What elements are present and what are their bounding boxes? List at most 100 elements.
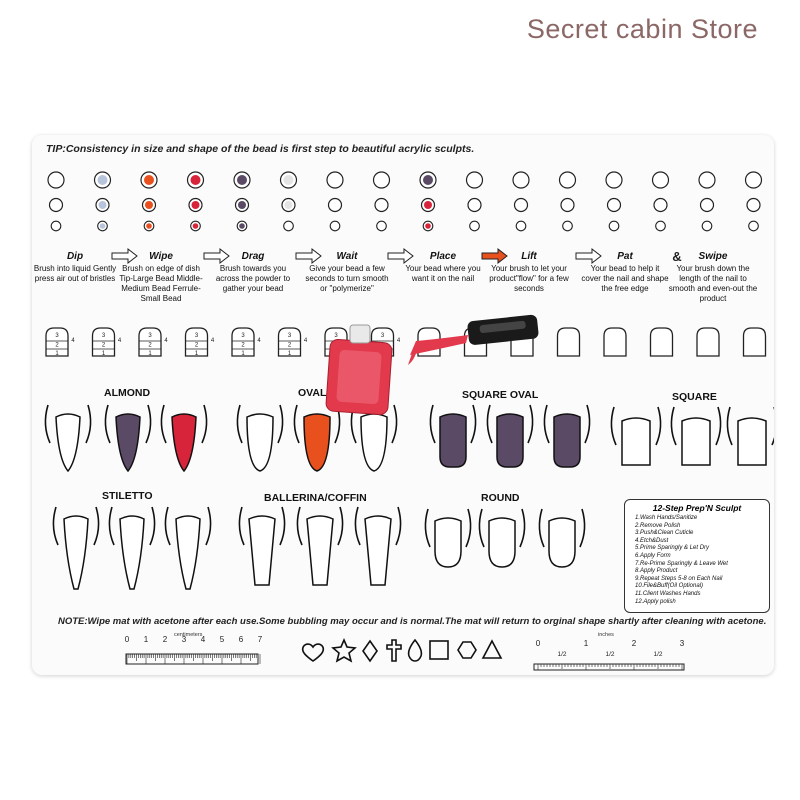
- bead-circle-small: [748, 220, 759, 232]
- zone-number: 2: [102, 343, 106, 349]
- step-description: Brush on edge of dish Tip-Large Bead Mid…: [119, 264, 203, 303]
- prep-step: 9.Repeat Steps 5-8 on Each Nail: [635, 575, 723, 582]
- bead-circle-large: [47, 171, 65, 189]
- bead-circle-small: [515, 220, 527, 232]
- bead-circle-medium: [374, 197, 389, 213]
- nail-side: [236, 404, 243, 444]
- zone-number: 4: [71, 338, 75, 344]
- nail-side: [395, 506, 402, 546]
- zone-number: 3: [55, 333, 59, 339]
- zone-number: 2: [288, 343, 292, 349]
- bead-circle-large: [512, 171, 530, 189]
- square-oval-nail: [439, 413, 467, 468]
- nail-side: [277, 404, 284, 444]
- ruler-in: [533, 663, 685, 671]
- arrow-icon: [203, 247, 230, 265]
- bead-circle-medium: [513, 197, 529, 213]
- bead-sample: [237, 175, 247, 185]
- prep-step: 4.Etch&Dust: [635, 537, 669, 544]
- ruler-cm-number: 1: [143, 635, 149, 644]
- prep-step: 2.Remove Polish: [635, 522, 681, 529]
- square-oval-nail: [553, 413, 581, 468]
- bead-sample: [284, 201, 293, 209]
- nail-side: [670, 406, 677, 446]
- ruler-cm-number: 0: [124, 635, 130, 644]
- zone-number: 4: [211, 338, 215, 344]
- nail-side: [201, 404, 208, 444]
- round-nail: [434, 517, 462, 568]
- almond-nail: [115, 413, 141, 473]
- step-title: Swipe: [698, 251, 728, 262]
- step-description: Brush into liquid Gently press air out o…: [33, 264, 117, 283]
- bead-sample: [97, 175, 108, 185]
- bead-sample: [192, 223, 199, 229]
- mat-drawing: &32143214321432143214321432143214: [44, 171, 774, 671]
- zone-number: 4: [257, 338, 261, 344]
- bead-circle-large: [372, 171, 391, 189]
- zone-number: 2: [195, 343, 199, 349]
- nail-side: [610, 406, 617, 446]
- nail-side: [527, 404, 534, 444]
- step-description: Your bead to help it cover the nail and …: [581, 264, 669, 293]
- nail-side: [108, 506, 115, 546]
- zone-nail-outline: [556, 327, 581, 357]
- nail-side: [470, 404, 477, 444]
- coffin-nail: [364, 515, 392, 586]
- zone-number: 4: [397, 338, 401, 344]
- ruler-in-number: 1: [583, 639, 589, 648]
- nail-side: [424, 508, 431, 548]
- nail-side: [52, 506, 59, 546]
- round-nail: [548, 517, 576, 568]
- bead-sample: [423, 175, 433, 185]
- square-oval-nail: [496, 413, 524, 468]
- diamond-icon: [362, 639, 378, 663]
- coffin-nail: [248, 515, 276, 586]
- silicone-nail-mat: &32143214321432143214321432143214 TIP:Co…: [32, 135, 774, 675]
- arrow-icon: [295, 247, 322, 265]
- step-title: Wipe: [149, 251, 173, 262]
- stiletto-nail: [63, 515, 89, 590]
- label-oval: OVAL: [298, 387, 327, 399]
- step-description: Your bead where you want it on the nail: [405, 264, 481, 283]
- square-nail: [737, 417, 767, 466]
- step-title: Pat: [617, 251, 633, 262]
- step-description: Brush towards you across the powder to g…: [215, 264, 291, 293]
- bead-circle-large: [326, 171, 344, 189]
- bead-sample: [239, 223, 245, 229]
- zone-number: 1: [288, 351, 292, 357]
- prep-step: 12.Apply polish: [635, 598, 676, 605]
- nail-side: [655, 406, 662, 446]
- bead-sample: [98, 201, 107, 209]
- label-square-oval: SQUARE OVAL: [462, 389, 539, 401]
- step-title: Wait: [336, 251, 358, 262]
- nail-side: [486, 404, 493, 444]
- tip-text: TIP:Consistency in size and shape of the…: [46, 143, 475, 155]
- bead-sample: [283, 175, 294, 185]
- bead-sample: [425, 223, 431, 229]
- prep-sculpt-box: 12-Step Prep'N Sculpt 1.Wash Hands/Sanit…: [624, 499, 770, 613]
- square-nail: [681, 417, 711, 466]
- label-ballerina: BALLERINA/COFFIN: [264, 492, 367, 504]
- bead-sample: [144, 175, 154, 185]
- prep-title: 12-Step Prep'N Sculpt: [652, 503, 742, 513]
- bead-circle-medium: [699, 197, 715, 213]
- arrow-icon: [481, 247, 508, 265]
- nail-side: [726, 406, 733, 446]
- nail-side: [104, 404, 111, 444]
- zone-nail-outline: [649, 327, 674, 357]
- ruler-cm-label: centimeters: [174, 632, 203, 638]
- zone-number: 4: [118, 338, 122, 344]
- stiletto-nail: [119, 515, 145, 590]
- bead-sample: [238, 201, 246, 209]
- heart-icon: [301, 643, 325, 662]
- nail-side: [85, 404, 92, 444]
- label-round: ROUND: [481, 492, 520, 504]
- bead-circle-small: [469, 220, 480, 232]
- nail-side: [337, 506, 344, 546]
- bead-circle-medium: [560, 197, 575, 213]
- arrow-icon: [111, 247, 138, 265]
- ruler-in-half: 1/2: [557, 651, 567, 658]
- nail-side: [519, 508, 526, 548]
